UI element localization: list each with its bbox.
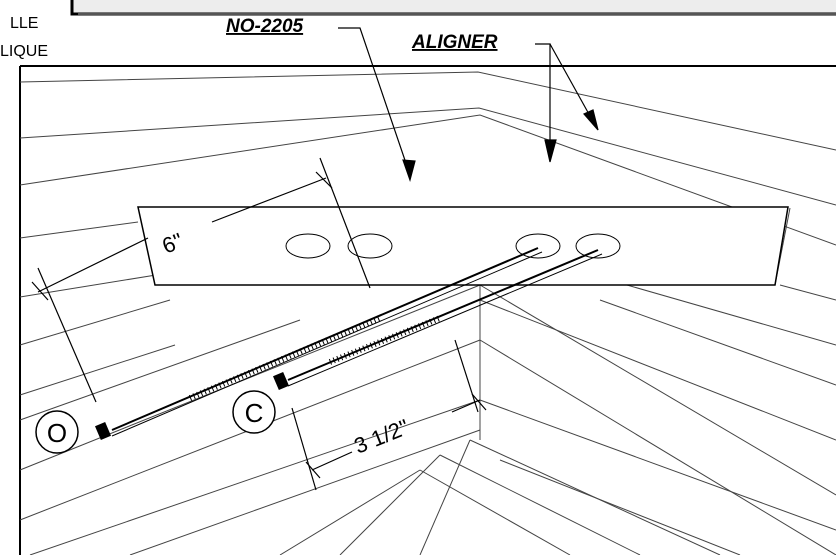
screw-short: [273, 249, 603, 391]
callout-o: O: [35, 410, 79, 454]
leader-lines: [338, 27, 599, 183]
hole-2: [347, 233, 393, 259]
edge-text-bottom: LIQUE: [0, 43, 48, 60]
frame-border: [19, 65, 836, 555]
aligner-label: ALIGNER: [411, 32, 498, 53]
dimension-3-5in: [291, 339, 487, 491]
top-banner: [70, 0, 836, 16]
aligner-block: [137, 206, 789, 286]
dimension-3-5in-label: 3 1/2": [351, 414, 413, 458]
screw-long: [95, 247, 543, 441]
part-number-label: NO-2205: [226, 16, 304, 37]
callout-c-label: C: [245, 398, 264, 428]
hole-1: [285, 233, 331, 259]
dimension-6in: [31, 157, 371, 403]
hole-4: [575, 233, 621, 259]
callout-o-label: O: [47, 418, 67, 448]
callout-c: C: [232, 390, 276, 434]
edge-text-top: LLE: [10, 15, 38, 32]
wood-boards: [19, 71, 836, 555]
